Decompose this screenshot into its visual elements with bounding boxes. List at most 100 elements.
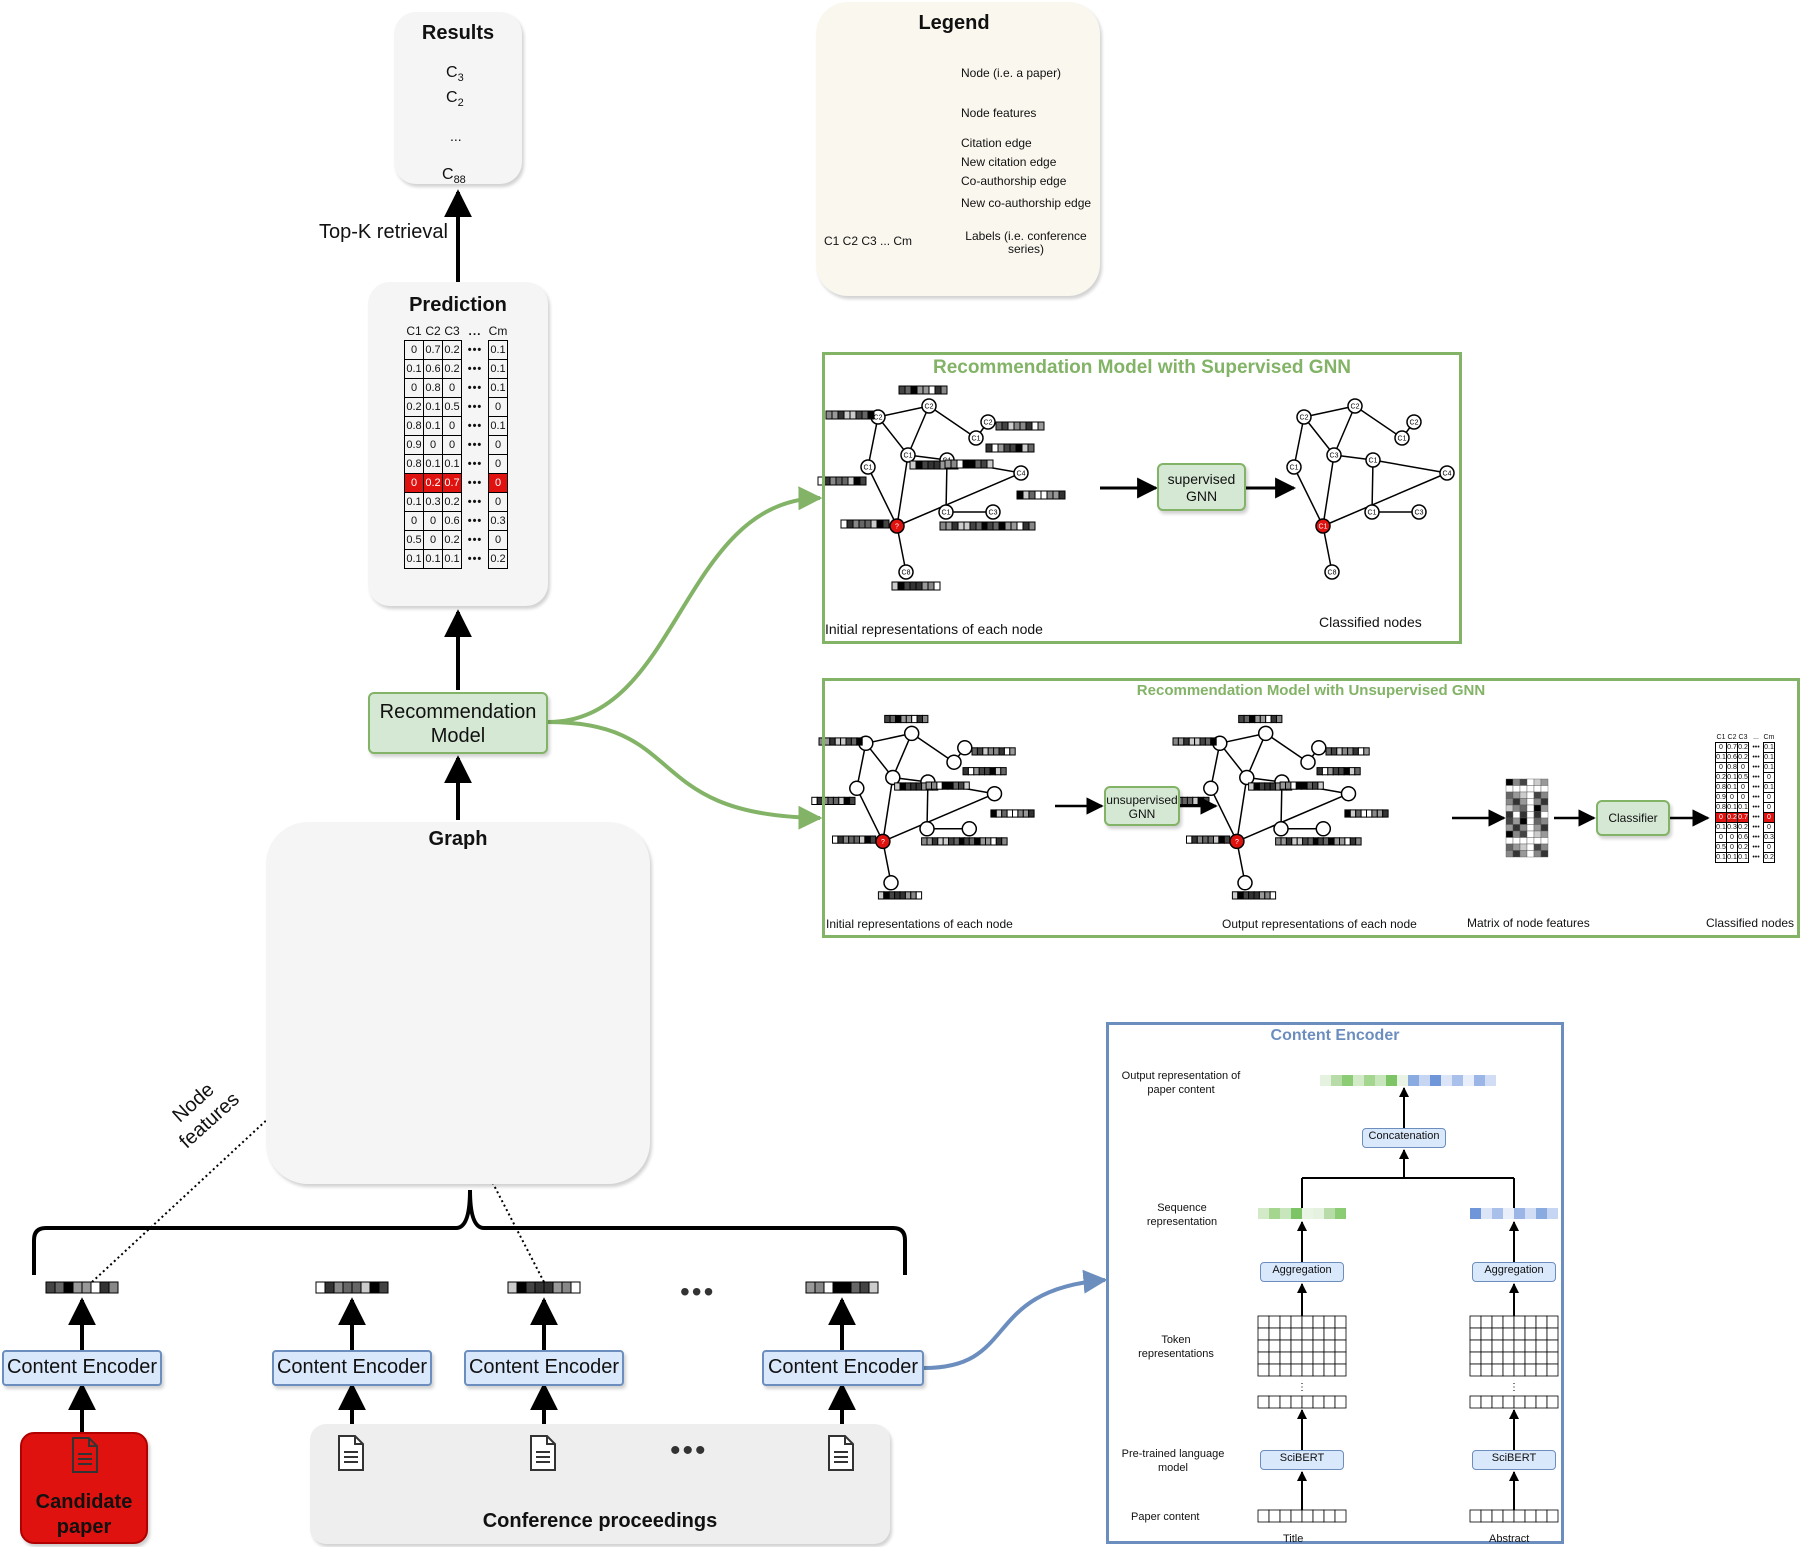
node-label: C2 [874,414,883,421]
content-token-cell [1334,1509,1347,1523]
recommendation-model-button[interactable]: Recommendation Model [368,692,548,754]
token-ellipsis: ⋮ [1297,1382,1307,1393]
aggregation-box-title[interactable]: Aggregation [1260,1262,1344,1282]
prediction-gap: ••• [467,477,483,489]
prediction-cell: 0.1 [488,359,508,379]
feature-cell [315,1281,326,1294]
aggregation-box-abstract[interactable]: Aggregation [1472,1262,1556,1282]
graph-edge [1210,787,1238,843]
output-cell [1364,1075,1375,1086]
node-label: C3 [1330,452,1339,459]
mini-cell: 0.3 [1726,822,1738,833]
node-label: ? [1235,839,1239,846]
node-feature-matrix [1505,778,1549,858]
feature-bar [877,891,923,900]
feature-cell [1363,747,1370,756]
legend-features-label: Node features [961,106,1037,120]
mini-cell: 0 [1715,832,1727,843]
output-cell [1474,1075,1485,1086]
graph-node [986,785,1003,802]
feature-cell [1223,835,1231,844]
supervised-gnn-button[interactable]: supervised GNN [1157,463,1246,511]
concatenation-label: Concatenation [1368,1130,1440,1142]
prediction-cell: 0.1 [404,492,424,512]
unsupervised-classified-label: Classified nodes [1706,916,1795,930]
prediction-cell: 0 [404,340,424,360]
content-encoder-detail-panel: Content Encoder Output representation of… [1106,1022,1564,1545]
mini-gap: ••• [1752,764,1760,771]
output-cell [1430,1075,1441,1086]
prediction-title: Prediction [409,294,507,316]
prediction-gap: ••• [467,344,483,356]
graph-node [980,414,996,430]
unsupervised-gnn-panel: Recommendation Model with Unsupervised G… [822,678,1800,938]
graph-node [1239,769,1255,786]
feature-cell [915,891,923,900]
concatenation-box[interactable]: Concatenation [1362,1128,1446,1148]
feature-cell [1269,891,1277,900]
scibert-box-abstract[interactable]: SciBERT [1472,1450,1556,1470]
content-encoder-button-candidate[interactable]: Content Encoder [2,1350,162,1386]
content-encoder-label: Content Encoder [468,1356,620,1378]
prediction-cell: 0.5 [404,530,424,550]
sequence-cell [1280,1208,1291,1219]
feature-cell [1009,747,1016,756]
scibert-box-title[interactable]: SciBERT [1260,1450,1344,1470]
graph-node [968,430,984,446]
feature-cell [850,1281,861,1294]
prediction-cell: 0 [404,473,424,493]
graph-edge [882,793,995,843]
node-label: C2 [1410,419,1419,426]
aggregation-label: Aggregation [1484,1264,1544,1276]
prediction-cell: 0 [442,416,462,436]
graph-node [1324,564,1340,580]
feature-cell [378,1281,389,1294]
feature-cell [1001,837,1008,846]
encoders-ellipsis: ••• [680,1276,716,1307]
graph-edge [1293,466,1324,527]
unsupervised-gnn-button[interactable]: unsupervised GNN [1104,786,1180,826]
sequence-cell [1492,1208,1503,1219]
proceedings-ellipsis: ••• [670,1434,708,1467]
output-cell [1353,1075,1364,1086]
classifier-button[interactable]: Classifier [1596,800,1670,836]
feature-cell [922,714,929,724]
prediction-cell: 0 [442,435,462,455]
node-label: C1 [1368,509,1377,516]
graph-edge [1322,472,1448,527]
aggregation-label: Aggregation [1272,1264,1332,1276]
feature-cell [54,1281,65,1294]
mini-header-cell: C3 [1738,734,1748,741]
prediction-cell: 0.2 [442,492,462,512]
supervised-initial-graph: C2C2C1C1C1C2C1C4C1C3?C8 [817,385,1066,591]
feature-bar [315,1281,389,1294]
sequence-repr-label: Sequence representation [1146,1202,1218,1228]
mini-cell: 0 [1715,742,1727,753]
content-encoder-button-2[interactable]: Content Encoder [464,1350,624,1386]
feature-bar [1316,767,1361,776]
prediction-gap: ••• [467,439,483,451]
content-encoder-button-1[interactable]: Content Encoder [272,1350,432,1386]
mini-cell: 0.1 [1715,752,1727,763]
content-encoder-button-n[interactable]: Content Encoder [762,1350,924,1386]
feature-cell [841,1281,852,1294]
feature-cell [1058,490,1066,500]
mini-cell: 0 [1726,792,1738,803]
candidate-paper-card[interactable]: Candidate paper [20,1432,148,1544]
feature-cell [1354,767,1361,776]
graph-node [860,459,876,475]
feature-bar [507,1281,581,1294]
sequence-cell [1547,1208,1558,1219]
feature-cell [811,796,818,805]
graph-edge [1303,403,1356,418]
graph-node [1326,447,1342,463]
